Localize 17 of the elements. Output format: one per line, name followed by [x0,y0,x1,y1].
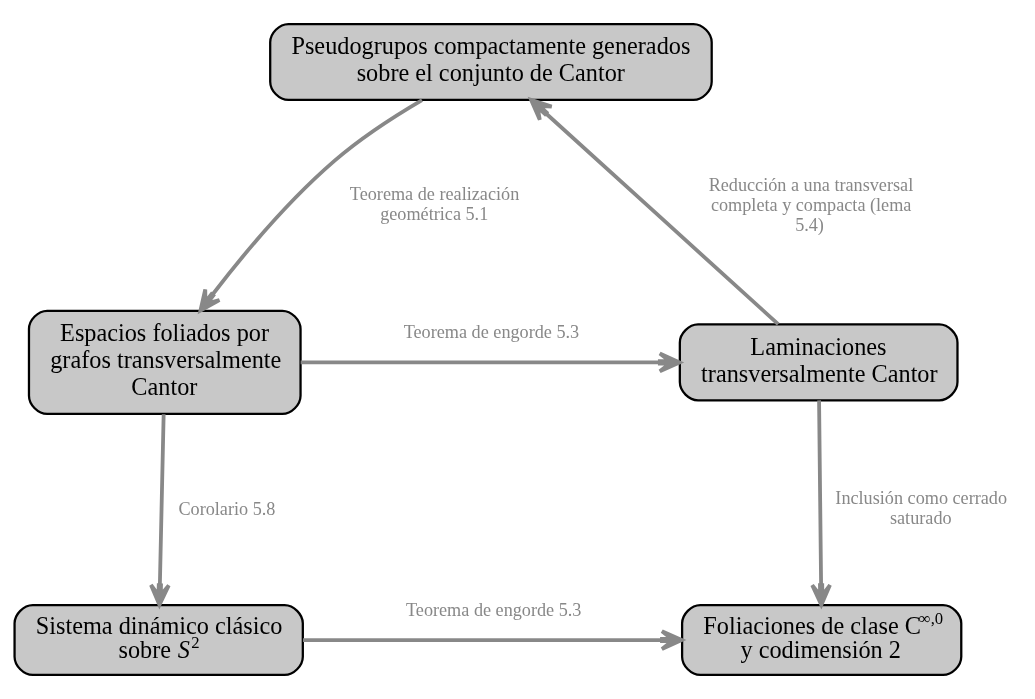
arrow [149,414,171,607]
arrow [198,98,423,313]
arrow [529,98,780,326]
node-box: Espacios foliados por grafos transversalmente Cantor [27,309,302,416]
edge-label: Inclusión como cerrado saturado [835,488,1008,529]
node-box: Laminaciones transversalmente Cantor [678,323,959,402]
node-box: Pseudogrupos compactamente generados sobre el conjunto de Cantor [269,22,713,102]
arrow [302,629,684,651]
edge-label: Reducción a una transversal completa y compacta (lema 5.4) [708,175,914,235]
node-box: Sistema dinámico clásico sobre S$^{2}$ [13,604,304,677]
edge-label: Teorema de realización geométrica 5.1 [349,184,520,224]
edge-label: Teorema de engorde 5.3 [405,599,582,620]
arrow [300,351,682,374]
node-box: Foliaciones de clase C$^{∞,0}$ y codimensión 2 [680,604,963,677]
edge-label: Teorema de engorde 5.3 [403,322,580,343]
edge-label: Corolario 5.8 [178,499,276,520]
arrow [810,400,832,607]
